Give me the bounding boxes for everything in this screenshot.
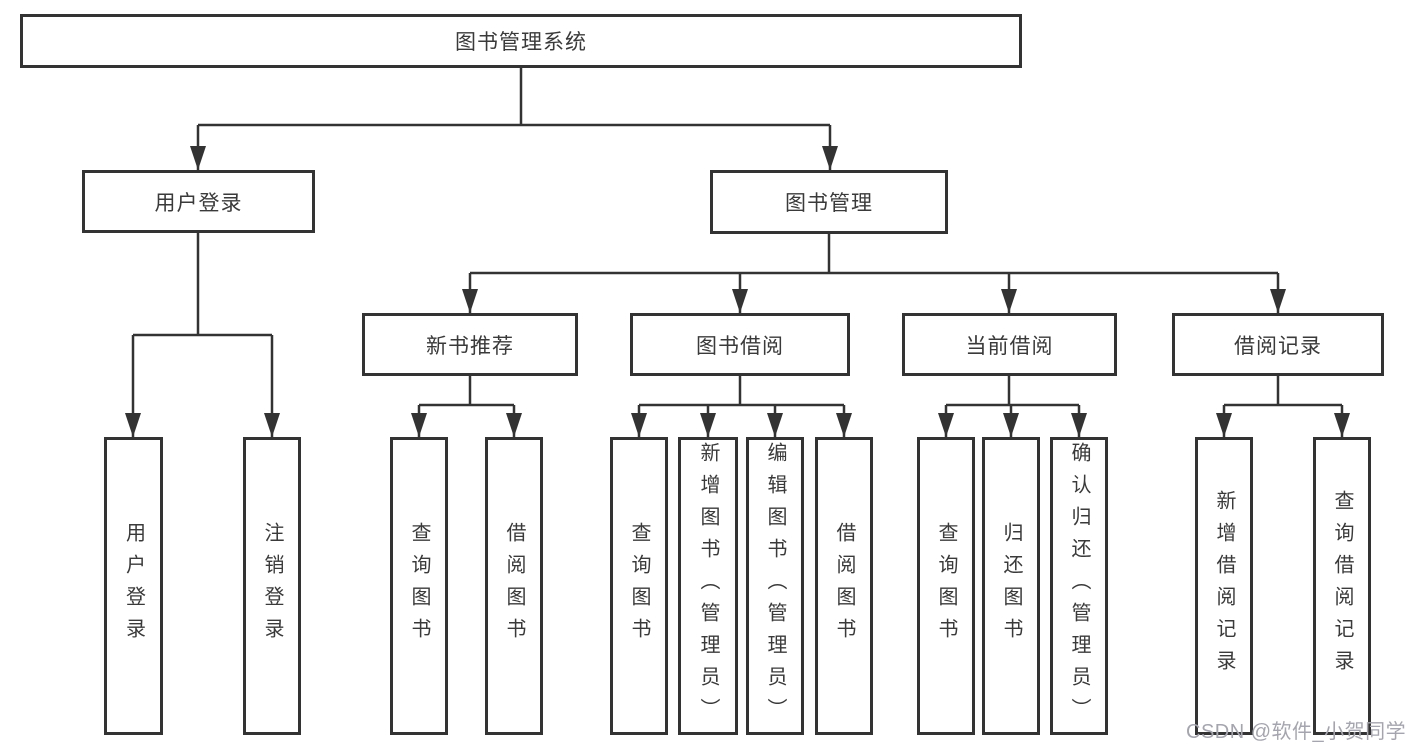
leaf-borrow-books-recommend: 借阅图书 (485, 437, 543, 735)
leaf-confirm-return-admin-label: 确认归还（管理员） (1068, 442, 1090, 730)
leaf-user-login-label: 用户登录 (122, 522, 145, 650)
leaf-query-books-current-label: 查询图书 (935, 522, 957, 650)
node-new-book-recommend-label: 新书推荐 (426, 334, 514, 358)
node-new-book-recommend: 新书推荐 (362, 313, 578, 376)
node-borrowing-records: 借阅记录 (1172, 313, 1384, 376)
leaf-logout-label: 注销登录 (261, 522, 283, 650)
leaf-edit-books-admin: 编辑图书（管理员） (746, 437, 804, 735)
leaf-add-books-admin: 新增图书（管理员） (678, 437, 738, 735)
leaf-return-books: 归还图书 (982, 437, 1040, 735)
node-book-borrowing-label: 图书借阅 (696, 334, 784, 358)
leaf-borrow-books-recommend-label: 借阅图书 (503, 522, 525, 650)
node-library-system: 图书管理系统 (20, 14, 1022, 68)
leaf-confirm-return-admin: 确认归还（管理员） (1050, 437, 1108, 735)
leaf-logout: 注销登录 (243, 437, 301, 735)
leaf-edit-books-admin-label: 编辑图书（管理员） (764, 442, 786, 730)
leaf-add-borrow-record-label: 新增借阅记录 (1213, 490, 1235, 682)
node-user-login-label: 用户登录 (154, 191, 243, 215)
leaf-add-books-admin-label: 新增图书（管理员） (697, 442, 719, 730)
leaf-query-books-recommend-label: 查询图书 (408, 522, 430, 650)
leaf-add-borrow-record: 新增借阅记录 (1195, 437, 1253, 735)
watermark: CSDN @软件_小贺同学 (1186, 721, 1405, 743)
leaf-query-books-borrowing: 查询图书 (610, 437, 668, 735)
node-book-management: 图书管理 (710, 170, 948, 234)
node-current-borrowing-label: 当前借阅 (965, 334, 1054, 358)
leaf-borrow-books-label: 借阅图书 (833, 522, 855, 650)
leaf-user-login: 用户登录 (104, 437, 163, 735)
leaf-query-borrow-record-label: 查询借阅记录 (1331, 490, 1353, 682)
node-user-login: 用户登录 (82, 170, 315, 233)
node-library-system-label: 图书管理系统 (455, 31, 587, 54)
node-book-management-label: 图书管理 (785, 192, 873, 215)
leaf-query-borrow-record: 查询借阅记录 (1313, 437, 1371, 735)
leaf-query-books-recommend: 查询图书 (390, 437, 448, 735)
node-current-borrowing: 当前借阅 (902, 313, 1117, 376)
node-borrowing-records-label: 借阅记录 (1234, 334, 1322, 358)
leaf-borrow-books: 借阅图书 (815, 437, 873, 735)
node-book-borrowing: 图书借阅 (630, 313, 850, 376)
leaf-return-books-label: 归还图书 (1000, 522, 1022, 650)
leaf-query-books-borrowing-label: 查询图书 (628, 522, 650, 650)
leaf-query-books-current: 查询图书 (917, 437, 975, 735)
